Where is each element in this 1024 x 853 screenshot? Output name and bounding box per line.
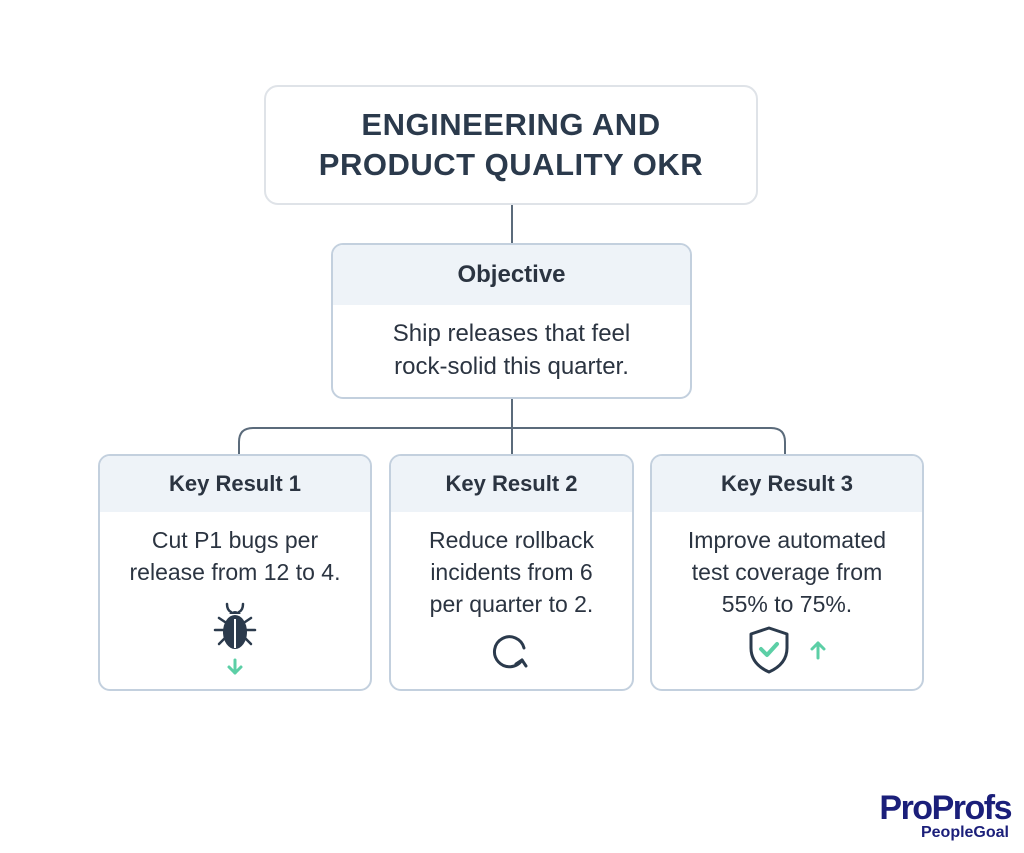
objective-text-line-1: Ship releases that feel bbox=[392, 320, 631, 347]
proprofs-peoplegoal-logo: ProProfs PeopleGoal bbox=[866, 789, 1013, 842]
objective-heading: Objective bbox=[333, 245, 690, 305]
okr-title-box: ENGINEERING AND PRODUCT QUALITY OKR bbox=[264, 85, 758, 205]
kr3-icons bbox=[652, 624, 922, 676]
objective-text: Ship releases that feel rock-solid this … bbox=[333, 305, 690, 383]
shield-check-icon bbox=[749, 626, 789, 674]
logo-brand: ProProfs bbox=[866, 789, 1013, 827]
connector-branches bbox=[238, 427, 786, 456]
title-line-1: ENGINEERING AND bbox=[361, 107, 661, 142]
kr3-line-3: 55% to 75%. bbox=[721, 591, 853, 617]
connector-title-objective bbox=[511, 205, 513, 243]
key-result-3-heading: Key Result 3 bbox=[652, 456, 922, 512]
key-result-2-text: Reduce rollback incidents from 6 per qua… bbox=[391, 512, 632, 620]
kr2-line-2: incidents from 6 bbox=[430, 559, 593, 585]
kr1-icons bbox=[100, 598, 370, 658]
key-result-3-card: Key Result 3 Improve automated test cove… bbox=[650, 454, 924, 691]
logo-brand-pro: Pro bbox=[879, 789, 933, 827]
key-result-1-text: Cut P1 bugs per release from 12 to 4. bbox=[100, 512, 370, 588]
kr1-line-1: Cut P1 bugs per bbox=[151, 527, 319, 553]
bug-icon bbox=[213, 602, 257, 649]
rollback-circular-arrow-icon bbox=[492, 635, 527, 669]
kr2-icons bbox=[391, 630, 632, 674]
key-result-2-heading: Key Result 2 bbox=[391, 456, 632, 512]
key-result-3-text: Improve automated test coverage from 55%… bbox=[652, 512, 922, 620]
kr2-line-1: Reduce rollback bbox=[429, 527, 594, 553]
connector-objective-trunk bbox=[511, 399, 513, 454]
kr1-trend bbox=[100, 656, 370, 678]
kr2-line-3: per quarter to 2. bbox=[429, 591, 594, 617]
kr3-line-1: Improve automated bbox=[687, 527, 887, 553]
logo-brand-profs: Profs bbox=[931, 789, 1013, 827]
key-result-1-heading: Key Result 1 bbox=[100, 456, 370, 512]
logo-subtitle: PeopleGoal bbox=[920, 824, 1009, 841]
kr1-line-2: release from 12 to 4. bbox=[129, 559, 341, 585]
kr3-line-2: test coverage from bbox=[691, 559, 883, 585]
arrow-up-icon bbox=[810, 641, 826, 660]
key-result-1-card: Key Result 1 Cut P1 bugs per release fro… bbox=[98, 454, 372, 691]
objective-text-line-2: rock-solid this quarter. bbox=[394, 353, 629, 380]
title-line-2: PRODUCT QUALITY OKR bbox=[318, 147, 704, 182]
objective-card: Objective Ship releases that feel rock-s… bbox=[331, 243, 692, 399]
arrow-down-icon bbox=[227, 658, 243, 675]
key-result-2-card: Key Result 2 Reduce rollback incidents f… bbox=[389, 454, 634, 691]
